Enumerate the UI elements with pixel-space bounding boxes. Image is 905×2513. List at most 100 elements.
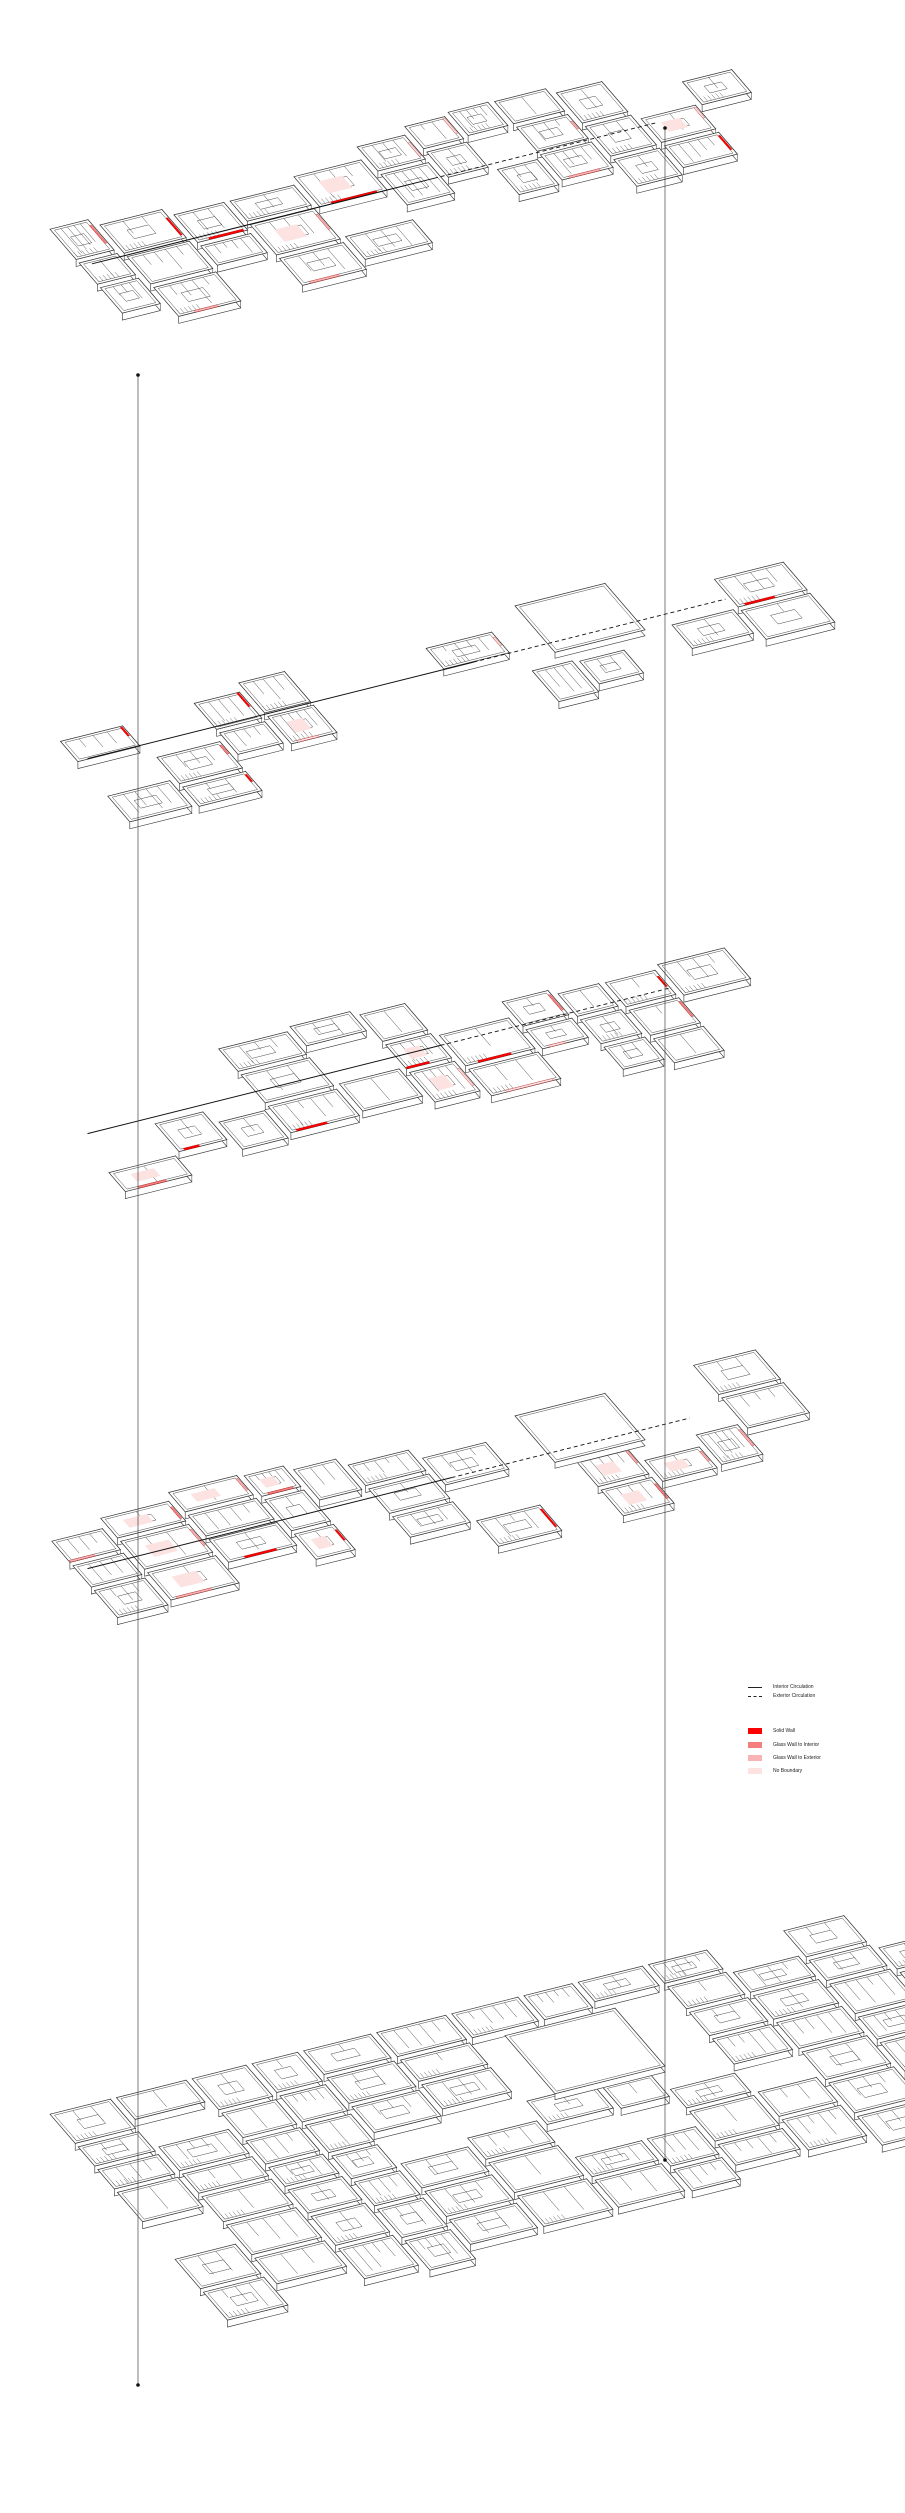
building-block [740, 592, 836, 647]
boundary-wall-mark [717, 135, 733, 151]
building-block [584, 114, 657, 164]
boundary-wall-mark [169, 1506, 183, 1519]
building-block [808, 1944, 888, 1988]
exterior-circulation-line [473, 598, 726, 663]
legend-label: Solid Wall [773, 1728, 796, 1734]
floor-layer-1 [49, 68, 752, 324]
boundary-wall-mark [243, 1548, 278, 1559]
building-block [426, 141, 489, 185]
plaza-block [514, 1392, 646, 1469]
building-block [671, 608, 755, 656]
no-boundary-zone [310, 1535, 334, 1550]
building-block [681, 68, 752, 113]
boundary-wall-mark [296, 735, 320, 743]
building-block [781, 2104, 868, 2158]
no-boundary-zone [620, 1490, 648, 1505]
building-block [669, 2072, 752, 2116]
building-block [293, 1523, 356, 1567]
boundary-wall-mark [477, 1052, 513, 1063]
plaza-block [514, 582, 646, 659]
building-block [108, 1155, 193, 1199]
node-dot-icon [663, 126, 667, 130]
building-block [539, 141, 614, 188]
building-block [555, 80, 629, 131]
boundary-wall-mark [244, 774, 254, 783]
building-block [448, 2202, 539, 2252]
node-dot-icon [663, 2158, 667, 2162]
boundary-wall-mark [456, 1068, 475, 1086]
no-boundary-zone [171, 1570, 205, 1588]
building-block [278, 241, 368, 293]
boundary-wall-mark [505, 1078, 554, 1093]
building-block [424, 2173, 515, 2224]
building-block [644, 1446, 718, 1489]
building-block [154, 1111, 228, 1159]
boundary-wall-mark [165, 217, 183, 236]
building-block [640, 104, 717, 150]
no-boundary-zone [259, 1476, 280, 1488]
building-block [647, 1949, 724, 1991]
plaza-block [504, 2007, 666, 2101]
legend-glass-wall-exterior: Glass Wall to Exterior [748, 1753, 868, 1763]
node-dot-icon [136, 2383, 140, 2387]
floor-layer-5 [49, 1914, 905, 2328]
exterior-circulation-line [440, 987, 672, 1046]
dashed-line-icon [748, 1695, 762, 1697]
boundary-wall-mark [693, 106, 706, 119]
swatch-icon [748, 1768, 762, 1774]
building-block [107, 779, 193, 830]
building-block [603, 1036, 665, 1077]
building-block [267, 1088, 361, 1141]
boundary-wall-mark [183, 1144, 201, 1151]
building-block [289, 1010, 367, 1054]
boundary-wall-mark [743, 595, 776, 606]
boundary-wall-mark [309, 273, 341, 284]
building-block [523, 1982, 594, 2028]
building-block [93, 1577, 169, 1625]
vertical-core-connector [663, 126, 667, 2162]
legend-label: No Boundary [773, 1768, 803, 1774]
no-boundary-zone [403, 1045, 428, 1059]
building-block [181, 770, 263, 814]
building-block [879, 2036, 905, 2079]
building-block [167, 1474, 254, 1520]
building-block [899, 1970, 905, 1979]
swatch-icon [748, 1728, 762, 1734]
legend-label: Glass Wall to Interior [773, 1742, 820, 1748]
building-block [153, 271, 242, 324]
no-boundary-zone [428, 1074, 455, 1091]
no-boundary-zone [663, 1458, 690, 1472]
building-block [421, 1441, 510, 1493]
building-block [181, 2155, 270, 2201]
building-block [421, 2066, 513, 2117]
building-block [404, 2228, 477, 2278]
building-block [516, 2177, 614, 2234]
building-block [878, 1940, 905, 1977]
boundary-wall-mark [405, 1061, 431, 1069]
building-block [238, 670, 312, 721]
interior-circulation-line [87, 1044, 441, 1135]
building-block [468, 1051, 562, 1104]
legend-solid-wall: Solid Wall [748, 1726, 868, 1736]
boundary-wall-mark [492, 636, 502, 646]
building-block [531, 660, 600, 709]
building-block [525, 1017, 589, 1057]
exterior-circulation-line [433, 121, 659, 179]
swatch-icon [748, 1742, 762, 1748]
node-dot-icon [136, 373, 140, 377]
building-block [49, 218, 115, 267]
building-block [673, 2156, 742, 2199]
building-block [251, 2051, 324, 2100]
building-block [408, 1060, 481, 1110]
building-block [229, 184, 312, 229]
building-block [656, 947, 752, 1003]
no-boundary-zone [318, 175, 353, 194]
building-block [347, 1449, 427, 1493]
boundary-wall-mark [119, 726, 130, 737]
building-block [574, 2139, 660, 2185]
boundary-wall-mark [89, 224, 108, 244]
boundary-wall-mark [442, 117, 458, 134]
building-block [856, 2104, 905, 2153]
building-block [425, 631, 510, 677]
